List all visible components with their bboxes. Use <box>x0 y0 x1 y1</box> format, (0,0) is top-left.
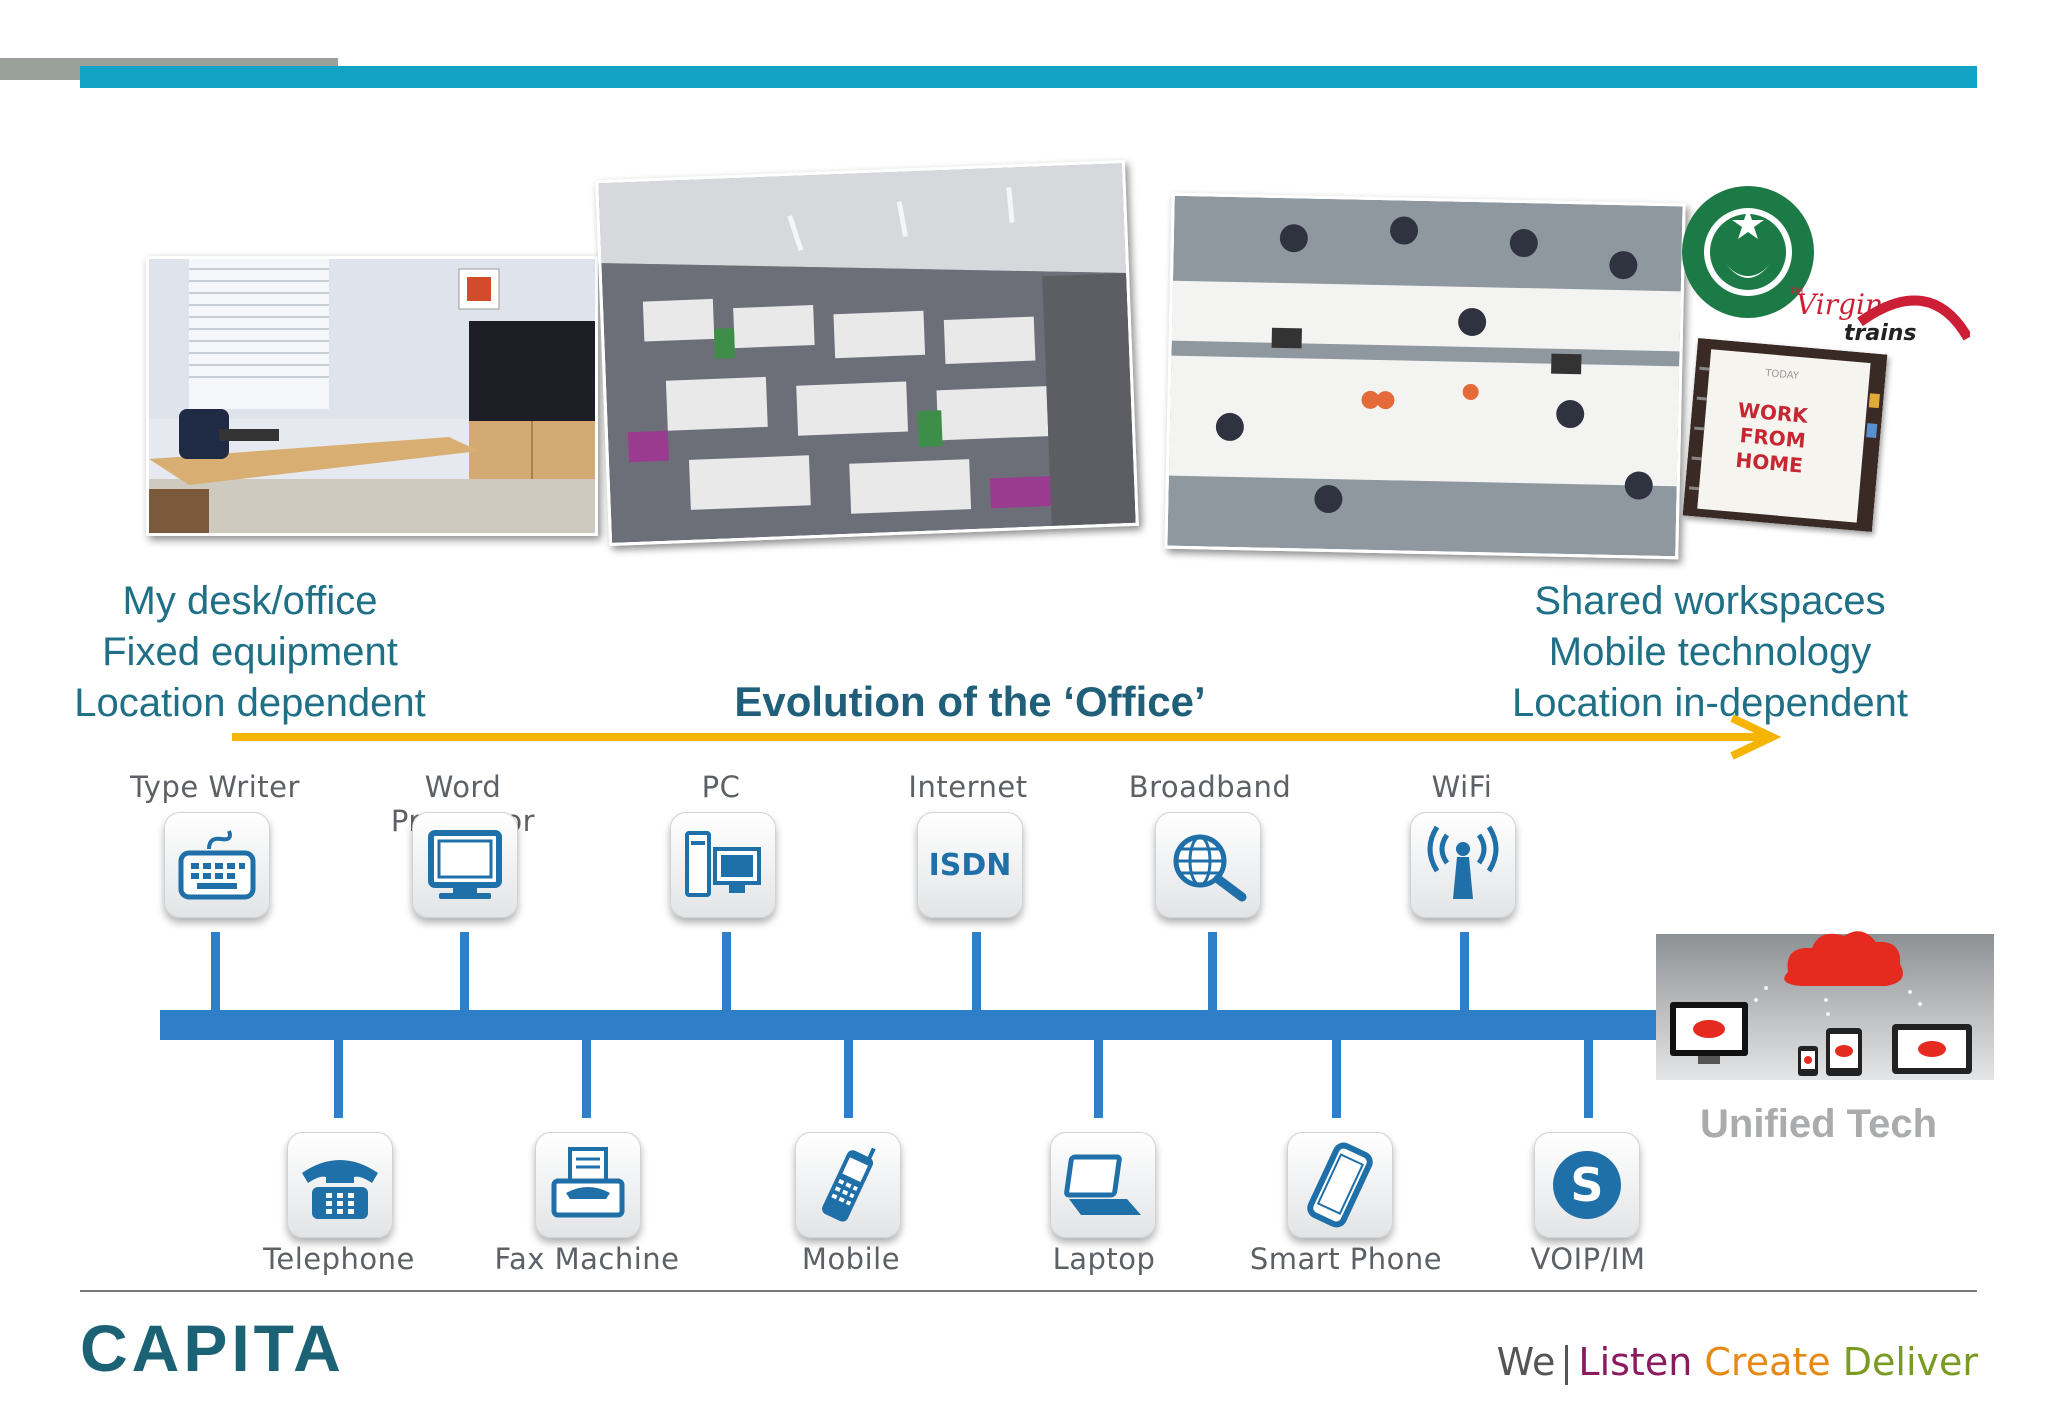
tagline-listen: Listen <box>1578 1340 1693 1384</box>
left-caption: My desk/office Fixed equipment Location … <box>40 576 460 729</box>
telephone-icon <box>287 1132 393 1238</box>
cloud-devices-icon <box>1656 928 1994 1080</box>
timeline-stem <box>844 1038 853 1118</box>
timeline-stem <box>1460 932 1469 1012</box>
right-caption-line-2: Mobile technology <box>1548 630 1872 674</box>
tagline-deliver: Deliver <box>1842 1340 1978 1384</box>
tech-label-internet: Internet <box>908 770 1028 804</box>
isdn-icon: ISDN <box>917 812 1023 918</box>
notebook-line-3: HOME <box>1735 448 1804 478</box>
tech-label-mobile: Mobile <box>801 1242 901 1276</box>
monitor-icon <box>412 812 518 918</box>
photo-open-plan-office <box>595 159 1139 547</box>
tech-label-wifi: WiFi <box>1431 770 1493 804</box>
timeline-stem <box>582 1038 591 1118</box>
timeline-stem <box>1332 1038 1341 1118</box>
mobile-phone-icon <box>795 1132 901 1238</box>
tech-label-smart-phone: Smart Phone <box>1249 1242 1443 1276</box>
timeline-stem <box>722 932 731 1012</box>
fax-icon <box>535 1132 641 1238</box>
skype-icon-text: S <box>1570 1158 1603 1212</box>
photo-shared-workspace <box>1164 192 1686 560</box>
timeline-stem <box>334 1038 343 1118</box>
smartphone-icon <box>1287 1132 1393 1238</box>
wifi-antenna-icon <box>1410 812 1516 918</box>
tech-label-telephone: Telephone <box>263 1242 415 1276</box>
header-accent-bar-blue <box>80 66 1977 88</box>
right-caption-line-3: Location in-dependent <box>1512 681 1908 725</box>
footer-tagline: We Listen Create Deliver <box>1497 1340 1978 1385</box>
capita-logo: CAPITA <box>80 1311 345 1385</box>
right-caption: Shared workspaces Mobile technology Loca… <box>1480 576 1940 729</box>
globe-search-icon <box>1155 812 1261 918</box>
work-from-home-notebook: TODAY WORK FROM HOME <box>1682 338 1888 532</box>
trains-wordmark: trains <box>1844 321 1917 346</box>
photo-private-office <box>146 256 598 536</box>
slide-title: Evolution of the ‘Office’ <box>734 678 1206 725</box>
timeline-stem <box>1094 1038 1103 1118</box>
tagline-create: Create <box>1704 1340 1831 1384</box>
keyboard-icon <box>164 812 270 918</box>
isdn-icon-text: ISDN <box>929 848 1012 883</box>
timeline-stem <box>1584 1038 1593 1118</box>
timeline-stem <box>972 932 981 1012</box>
laptop-icon <box>1050 1132 1156 1238</box>
timeline-bar <box>160 1010 1660 1040</box>
footer-divider <box>80 1290 1977 1292</box>
virgin-wordmark: Virgin <box>1796 288 1883 321</box>
timeline-stem <box>460 932 469 1012</box>
pc-icon <box>670 812 776 918</box>
left-caption-line-2: Fixed equipment <box>102 630 398 674</box>
timeline-stem <box>1208 932 1217 1012</box>
unified-tech-label: Unified Tech <box>1700 1102 1938 1146</box>
coffee-shop-logo <box>1680 184 1816 320</box>
tech-label-pc: PC <box>701 770 741 804</box>
tech-label-fax-machine: Fax Machine <box>494 1242 680 1276</box>
tagline-we: We <box>1496 1340 1556 1384</box>
notebook-line-2: FROM <box>1739 423 1807 453</box>
virgin-trains-logo: TM Virgin trains <box>1789 282 1973 352</box>
timeline-stem <box>211 932 220 1012</box>
evolution-arrow <box>232 712 1792 762</box>
left-caption-line-1: My desk/office <box>122 579 378 623</box>
left-caption-line-3: Location dependent <box>74 681 426 725</box>
tech-label-broadband: Broadband <box>1128 770 1292 804</box>
tech-label-laptop: Laptop <box>1052 1242 1156 1276</box>
tech-label-voip-im: VOIP/IM <box>1530 1242 1646 1276</box>
skype-icon: S <box>1534 1132 1640 1238</box>
right-caption-line-1: Shared workspaces <box>1534 579 1886 623</box>
tech-label-type-writer: Type Writer <box>130 770 300 804</box>
tagline-separator <box>1565 1344 1569 1385</box>
virgin-tm-mark: TM <box>1790 287 1803 297</box>
notebook-today-label: TODAY <box>1764 368 1800 382</box>
